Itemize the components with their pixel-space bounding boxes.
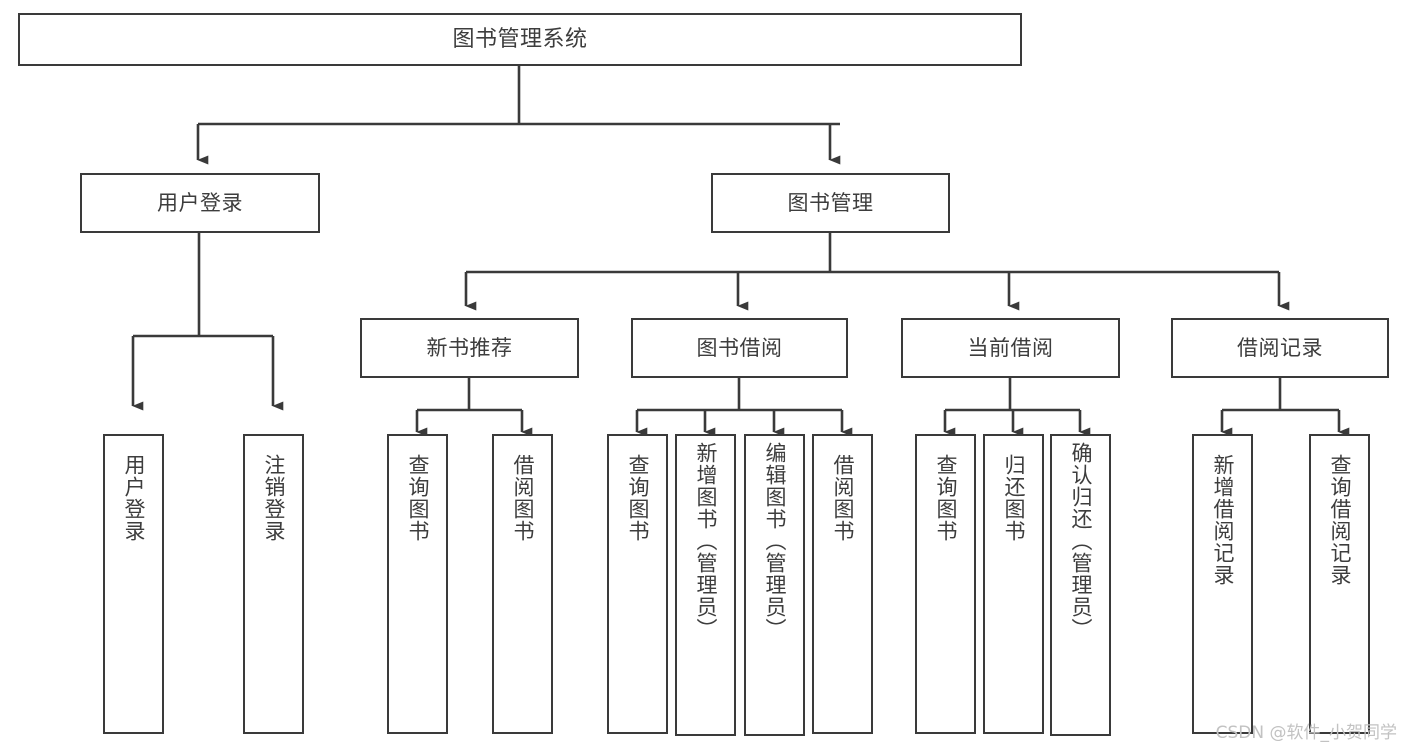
node-label: 编辑图书（管理员） [762, 442, 787, 640]
node-leaf-borrow-book-recommend[interactable]: 借阅图书 [492, 434, 553, 734]
node-book-manage[interactable]: 图书管理 [711, 173, 950, 233]
node-leaf-user-login[interactable]: 用户登录 [103, 434, 164, 734]
csdn-watermark: CSDN @软件_小贺同学 [1215, 723, 1397, 743]
node-new-book-recommend[interactable]: 新书推荐 [360, 318, 579, 378]
node-label: 查询图书 [625, 454, 650, 542]
node-borrow-record[interactable]: 借阅记录 [1171, 318, 1389, 378]
node-label: 图书管理 [787, 190, 874, 215]
node-leaf-logout[interactable]: 注销登录 [243, 434, 304, 734]
node-user-login[interactable]: 用户登录 [80, 173, 320, 233]
node-label: 借阅记录 [1237, 335, 1323, 360]
node-label: 借阅图书 [830, 454, 855, 542]
node-book-borrow[interactable]: 图书借阅 [631, 318, 848, 378]
node-leaf-query-borrow-record[interactable]: 查询借阅记录 [1309, 434, 1370, 734]
node-leaf-query-book-current[interactable]: 查询图书 [915, 434, 976, 734]
node-leaf-add-borrow-record[interactable]: 新增借阅记录 [1192, 434, 1253, 734]
node-label: 新书推荐 [426, 335, 513, 360]
node-label: 新增图书（管理员） [693, 442, 718, 640]
node-leaf-borrow-book[interactable]: 借阅图书 [812, 434, 873, 734]
node-leaf-return-book[interactable]: 归还图书 [983, 434, 1044, 734]
node-label: 新增借阅记录 [1210, 454, 1235, 586]
node-leaf-query-book-borrow[interactable]: 查询图书 [607, 434, 668, 734]
node-label: 用户登录 [157, 190, 243, 215]
node-label: 查询借阅记录 [1327, 454, 1352, 586]
node-label: 用户登录 [121, 454, 146, 542]
node-label: 当前借阅 [967, 335, 1054, 360]
node-leaf-edit-book[interactable]: 编辑图书（管理员） [744, 434, 805, 736]
node-label: 图书借阅 [696, 335, 783, 360]
node-label: 归还图书 [1001, 454, 1026, 542]
node-root-system[interactable]: 图书管理系统 [18, 13, 1022, 66]
node-label: 确认归还（管理员） [1068, 442, 1093, 640]
node-label: 查询图书 [933, 454, 958, 542]
node-leaf-confirm-return[interactable]: 确认归还（管理员） [1050, 434, 1111, 736]
node-label: 注销登录 [261, 454, 286, 542]
node-leaf-query-book-recommend[interactable]: 查询图书 [387, 434, 448, 734]
node-label: 查询图书 [405, 454, 430, 542]
node-label: 借阅图书 [510, 454, 535, 542]
node-current-borrow[interactable]: 当前借阅 [901, 318, 1120, 378]
node-label: 图书管理系统 [452, 26, 588, 52]
node-leaf-add-book[interactable]: 新增图书（管理员） [675, 434, 736, 736]
